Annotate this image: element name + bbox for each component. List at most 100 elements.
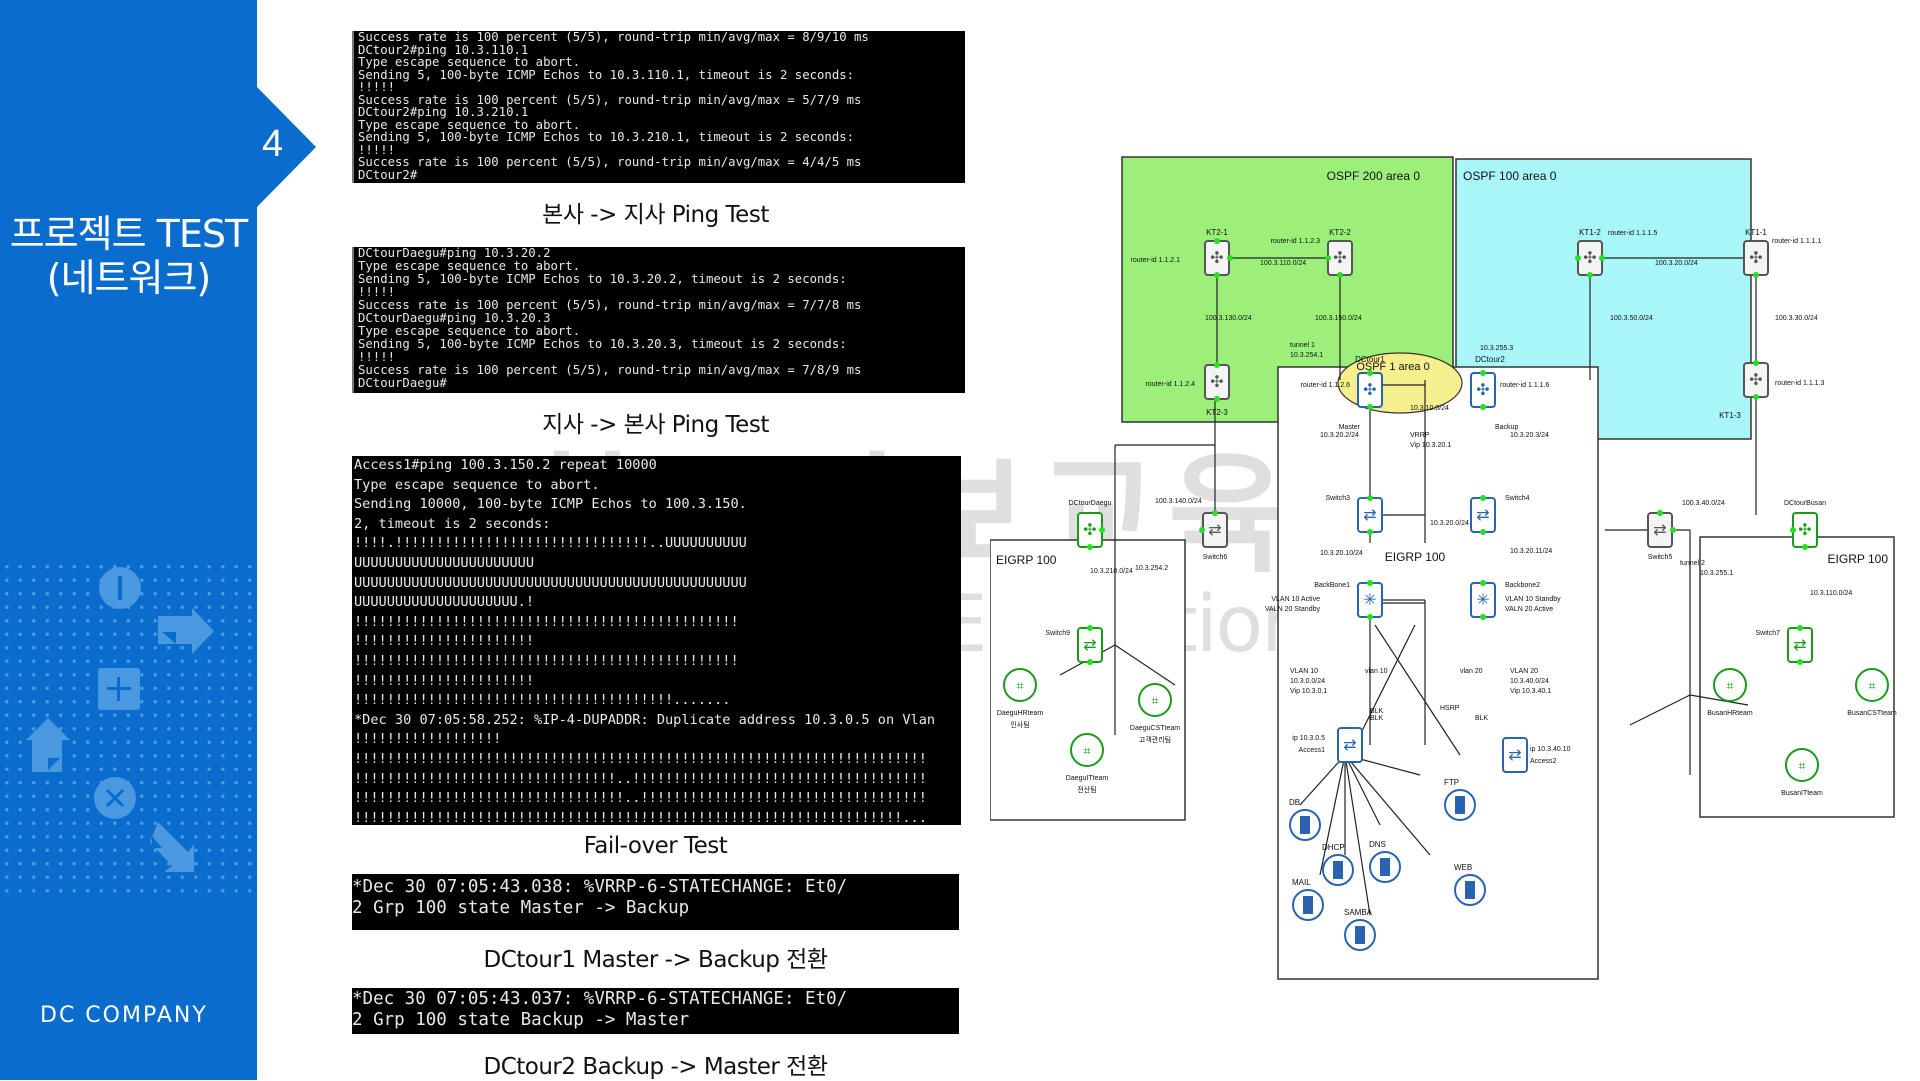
terminal-line: !!!!.!!!!!!!!!!!!!!!!!!!!!!!!!!!!!!!..UU… (354, 535, 747, 552)
terminal-line: 2 Grp 100 state Backup -> Master (352, 1010, 690, 1030)
port-dot (1587, 272, 1593, 278)
network-label: HSRP (1440, 705, 1460, 712)
terminal-line: !!!!! (358, 80, 396, 94)
slide-number-chevron (257, 87, 316, 207)
server-body-icon (1303, 896, 1313, 914)
node-label: Switch5 (1648, 554, 1673, 561)
port-dot (1790, 527, 1796, 533)
router-glyph-icon: ✣ (1083, 520, 1096, 539)
port-dot (1367, 370, 1373, 376)
terminal-line: Type escape sequence to abort. (358, 324, 581, 338)
link-line (1344, 754, 1371, 916)
terminal-line: !!!!! (358, 142, 396, 157)
port-dot (1099, 527, 1105, 533)
node-note: router-id 1.1.1.5 (1608, 230, 1658, 237)
terminal-line: *Dec 30 07:05:43.037: %VRRP-6-STATECHANG… (352, 989, 848, 1009)
node-label: Switch6 (1203, 554, 1228, 561)
server-label: SAMBA (1344, 908, 1373, 917)
plus-square-icon (98, 668, 140, 710)
section-title-line2: (네트워크) (46, 256, 212, 300)
node-label: DCtourBusan (1784, 500, 1826, 507)
section-title: 프로젝트 TEST (네트워크) (0, 212, 257, 300)
port-dot (1214, 238, 1220, 244)
port-dot (1797, 659, 1803, 665)
node-note: router-id 1.1.2.6 (1301, 382, 1351, 389)
router-glyph-icon: ✣ (1210, 372, 1223, 391)
node-label: Access2 (1530, 758, 1557, 765)
port-dot (1480, 404, 1486, 410)
network-label: 10.3.255.1 (1700, 570, 1733, 577)
terminal-line: Sending 5, 100-byte ICMP Echos to 10.3.2… (358, 272, 847, 286)
terminal-line: Type escape sequence to abort. (358, 55, 581, 69)
terminal-line: UUUUUUUUUUUUUUUUUUUUUUUUUUUUUUUUUUUUUUUU… (354, 574, 747, 591)
port-dot (1480, 529, 1486, 535)
terminal-line: DCtour2# (358, 167, 418, 182)
terminal-line: !!!!!!!!!!!!!!!!!!!!!! (354, 672, 535, 689)
switch-glyph-icon: ⇄ (1793, 635, 1806, 654)
team-network-icon (1855, 668, 1889, 702)
org-chart-glyph-icon: ⌗ (1016, 679, 1024, 694)
network-label: 10.3.254.1 (1290, 352, 1323, 359)
network-label: 100.3.40.0/24 (1682, 500, 1725, 507)
node-label: Switch3 (1325, 495, 1350, 502)
section-title-line1: 프로젝트 TEST (9, 212, 248, 256)
server-label: FTP (1444, 778, 1459, 787)
network-label: VLAN 20 (1510, 668, 1538, 675)
network-label: Vip 10.3.20.1 (1410, 442, 1451, 449)
link-line (1374, 624, 1461, 756)
terminal-dctour1-state: *Dec 30 07:05:43.038: %VRRP-6-STATECHANG… (352, 874, 959, 930)
org-chart-glyph-icon: ⌗ (1151, 694, 1159, 709)
terminal-line: DCtour2#ping 10.3.210.1 (358, 105, 529, 119)
terminal-dctour2-state: *Dec 30 07:05:43.037: %VRRP-6-STATECHANG… (352, 988, 959, 1034)
server-body-icon (1355, 926, 1365, 944)
router-glyph-icon: ✣ (1798, 520, 1811, 539)
terminal-line: Type escape sequence to abort. (358, 259, 581, 273)
node-note: VALN 20 Active (1505, 606, 1553, 613)
terminal-line: Success rate is 100 percent (5/5), round… (358, 363, 862, 377)
server-body-icon (1333, 861, 1343, 879)
network-label: 100.3.30.0/24 (1775, 315, 1818, 322)
link-line (1344, 754, 1431, 856)
team-label: BusanITteam (1781, 790, 1823, 797)
node-label: DCtour2 (1475, 355, 1505, 364)
node-note: ip 10.3.0.5 (1292, 735, 1325, 742)
network-label: vlan 10 (1365, 668, 1388, 675)
terminal-line: Success rate is 100 percent (5/5), round… (358, 92, 862, 107)
network-label: 10.3.110.0/24 (1810, 590, 1852, 597)
port-dot (1753, 394, 1759, 400)
port-dot (1802, 544, 1808, 550)
port-dot (1212, 510, 1218, 516)
org-chart-glyph-icon: ⌗ (1083, 744, 1091, 759)
router-glyph-icon: ✣ (1749, 248, 1762, 267)
network-label: BLK (1370, 708, 1384, 715)
node-label: Backbone2 (1505, 582, 1540, 589)
terminal-hq-to-branch: Success rate is 100 percent (5/5), round… (352, 31, 965, 183)
terminal-line: !!!!!!!!!!!!!!!!!!!!!! (354, 633, 535, 650)
node-label: DCtour1 (1355, 355, 1385, 364)
port-dot (1337, 272, 1343, 278)
node-label: KT2-3 (1206, 408, 1228, 417)
area-label-eigrp-busan: EIGRP 100 (1828, 552, 1889, 566)
node-note: router-id 1.1.1.3 (1775, 380, 1825, 387)
arrow-down-right-icon (150, 822, 194, 872)
arrow-right-icon (158, 608, 214, 654)
terminal-line: *Dec 30 07:05:58.252: %IP-4-DUPADDR: Dup… (354, 711, 936, 728)
caption-dctour2-state: DCtour2 Backup -> Master 전환 (483, 1054, 828, 1080)
switch-glyph-icon: ⇄ (1476, 505, 1489, 524)
port-dot (1214, 362, 1220, 368)
network-label: 10.3.0.0/24 (1290, 678, 1325, 685)
port-dot (1367, 529, 1373, 535)
terminal-line: Sending 5, 100-byte ICMP Echos to 10.3.2… (358, 130, 855, 144)
team-label: BusanCSTteam (1847, 710, 1897, 717)
network-label: tunnel 2 (1680, 560, 1705, 567)
switch-glyph-icon: ⇄ (1363, 505, 1376, 524)
team-network-icon (1785, 748, 1819, 782)
server-body-icon (1465, 881, 1475, 899)
network-label: 10.3.20.10/24 (1320, 550, 1363, 557)
network-label: Vip 10.3.0.1 (1290, 688, 1327, 695)
terminal-line: !!!!!!!!!!!!!!!!!!!!!!!!!!!!!!!!!!!!!!!!… (354, 809, 927, 825)
team-network-icon (1138, 683, 1172, 717)
router-glyph-icon: ✣ (1333, 248, 1346, 267)
node-label: KT1-3 (1719, 411, 1741, 420)
